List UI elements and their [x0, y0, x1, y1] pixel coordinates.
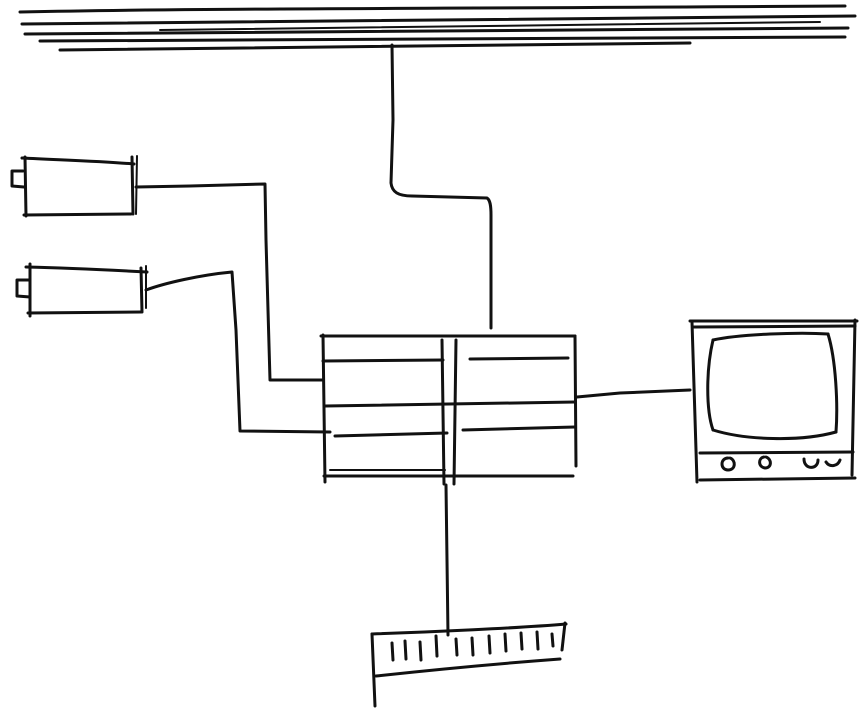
- network-bus-icon: [18, 4, 857, 52]
- connector-switcher-to-monitor: [575, 388, 692, 399]
- camera-icon: [15, 262, 149, 318]
- monitor-icon: [688, 318, 859, 484]
- connector-camera-2-to-switcher: [144, 270, 332, 434]
- connector-switcher-to-keyboard: [444, 483, 450, 637]
- keyboard-icon: [370, 621, 568, 708]
- camera-icon: [10, 155, 138, 218]
- connector-bus-to-switcher: [389, 43, 493, 330]
- rack-unit-icon: [319, 333, 578, 486]
- drawing: [10, 4, 859, 708]
- connector-camera-1-to-switcher: [134, 182, 324, 382]
